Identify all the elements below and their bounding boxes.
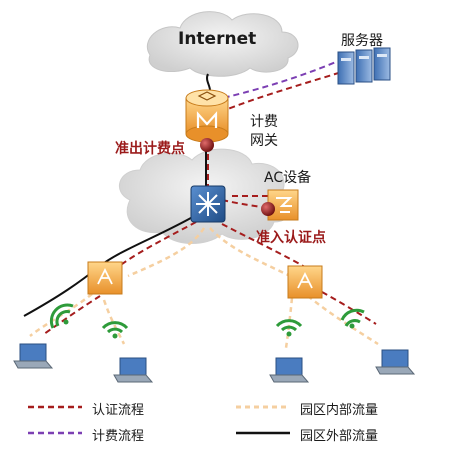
billing-gateway-icon bbox=[185, 89, 229, 143]
server-icon bbox=[337, 47, 391, 85]
gateway-label-line1: 计费 bbox=[250, 114, 278, 130]
gateway-label-line2: 网关 bbox=[250, 133, 278, 149]
laptop-icon-2 bbox=[113, 357, 154, 383]
laptop-icon-3 bbox=[269, 357, 310, 383]
laptop-icon-4 bbox=[375, 349, 416, 375]
exit-billing-point-label: 准出计费点 bbox=[115, 141, 185, 157]
wifi-signal-icon-1 bbox=[49, 303, 74, 329]
access-point-left-icon bbox=[87, 261, 123, 295]
internet-cloud bbox=[146, 11, 299, 77]
legend-external-label: 园区外部流量 bbox=[300, 429, 379, 444]
wifi-signal-icon-2 bbox=[101, 321, 129, 339]
ac-device-label: AC设备 bbox=[264, 170, 312, 186]
gateway-label: 计费 网关 bbox=[250, 113, 278, 151]
entry-auth-point-marker bbox=[261, 202, 275, 216]
wifi-signal-icon-3 bbox=[275, 319, 303, 337]
exit-billing-point-marker bbox=[200, 138, 214, 152]
legend-internal-label: 园区内部流量 bbox=[300, 403, 379, 418]
legend-auth-label: 认证流程 bbox=[92, 403, 145, 418]
access-point-right-icon bbox=[287, 265, 323, 299]
internet-label: Internet bbox=[178, 29, 257, 49]
server-label: 服务器 bbox=[341, 33, 383, 49]
entry-auth-point-label: 准入认证点 bbox=[256, 230, 326, 246]
laptop-icon-1 bbox=[13, 343, 54, 369]
ac-device-icon bbox=[267, 189, 299, 221]
wifi-signal-icon-4 bbox=[340, 308, 365, 329]
legend-billing-label: 计费流程 bbox=[92, 429, 145, 444]
core-switch-icon bbox=[190, 185, 226, 223]
